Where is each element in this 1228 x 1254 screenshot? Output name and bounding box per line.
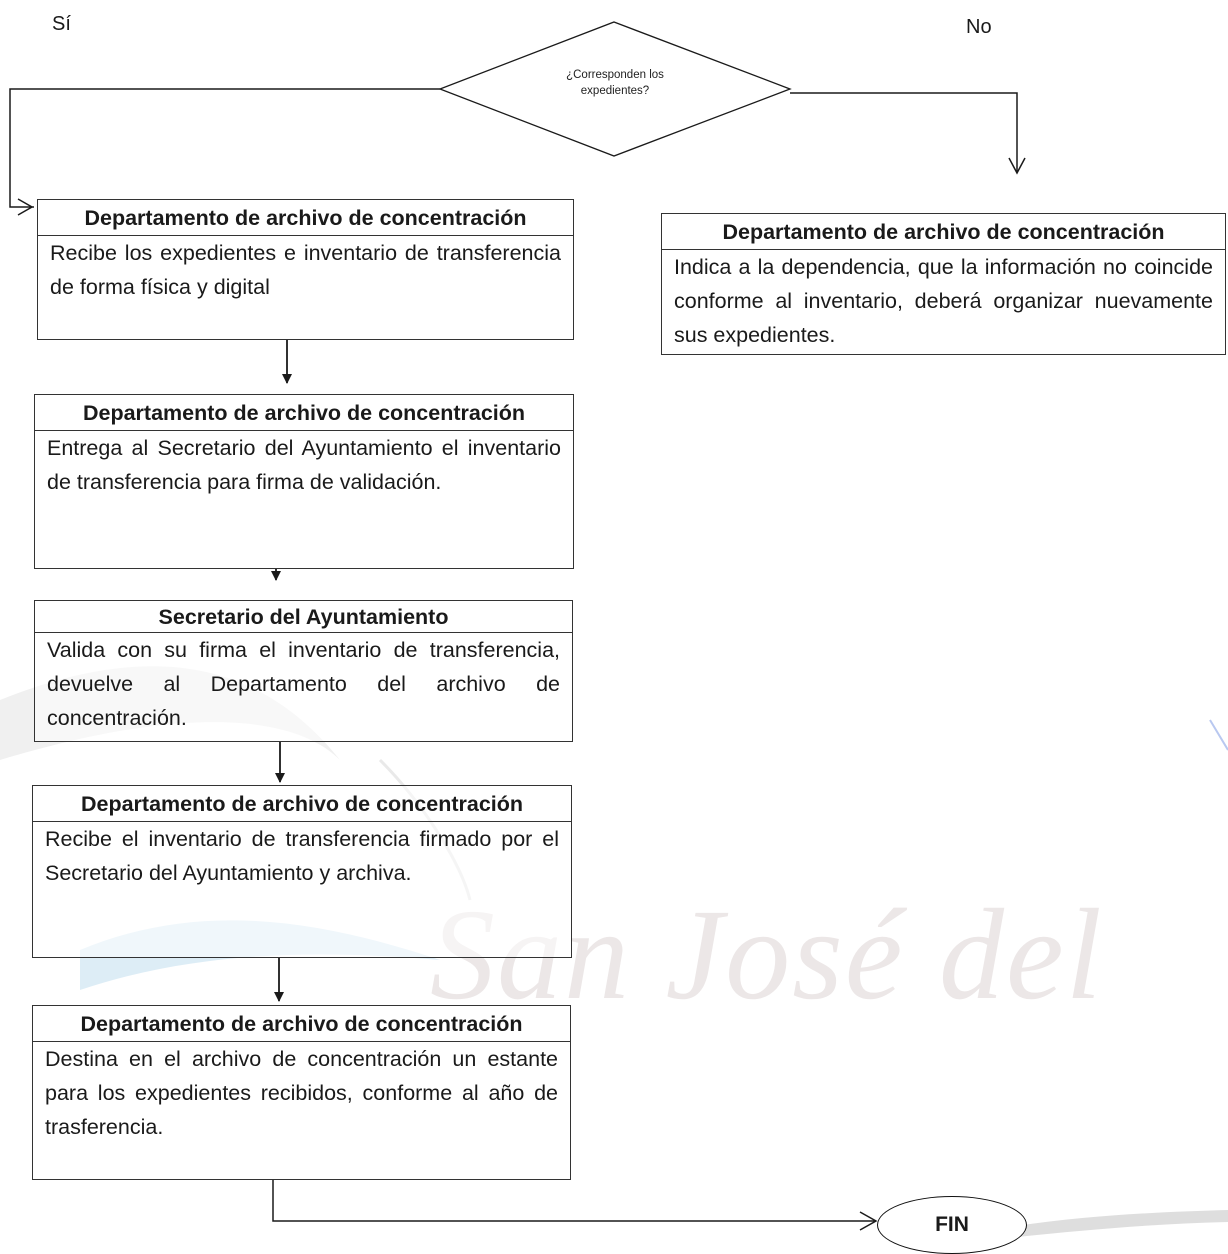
- decision-diamond: [438, 21, 792, 157]
- step-4-body: Recibe el inventario de transferencia fi…: [45, 827, 559, 885]
- branch-yes-label: Sí: [52, 13, 71, 35]
- step-box-4: Departamento de archivo de concentración…: [32, 785, 572, 958]
- step-3-header: Secretario del Ayuntamiento: [35, 601, 572, 633]
- box-no-header: Departamento de archivo de concentración: [662, 214, 1225, 250]
- step-3-body: Valida con su firma el inventario de tra…: [47, 638, 560, 730]
- step-box-3: Secretario del Ayuntamiento Valida con s…: [34, 600, 573, 742]
- step-box-2: Departamento de archivo de concentración…: [34, 394, 574, 569]
- step-5-header: Departamento de archivo de concentración: [33, 1006, 570, 1042]
- step-box-5: Departamento de archivo de concentración…: [32, 1005, 571, 1180]
- step-4-header: Departamento de archivo de concentración: [33, 786, 571, 822]
- step-2-header: Departamento de archivo de concentración: [35, 395, 573, 431]
- box-no-body: Indica a la dependencia, que la informac…: [674, 255, 1213, 347]
- box-no-branch: Departamento de archivo de concentración…: [661, 213, 1226, 355]
- decision-label: ¿Corresponden los expedientes?: [566, 69, 664, 97]
- to-end-arrowhead: [859, 1211, 878, 1231]
- step-1-body: Recibe los expedientes e inventario de t…: [50, 241, 561, 299]
- yes-connector: [9, 88, 440, 208]
- no-connector: [790, 92, 1018, 172]
- step-box-1: Departamento de archivo de concentración…: [37, 199, 574, 340]
- no-arrowhead: [1008, 157, 1026, 175]
- yes-arrowhead: [17, 198, 34, 216]
- step-1-header: Departamento de archivo de concentración: [38, 200, 573, 236]
- step-5-body: Destina en el archivo de concentración u…: [45, 1047, 558, 1139]
- end-terminator: FIN: [877, 1196, 1027, 1254]
- to-end-connector: [272, 1180, 876, 1222]
- step-2-body: Entrega al Secretario del Ayuntamiento e…: [47, 436, 561, 494]
- branch-no-label: No: [966, 16, 992, 38]
